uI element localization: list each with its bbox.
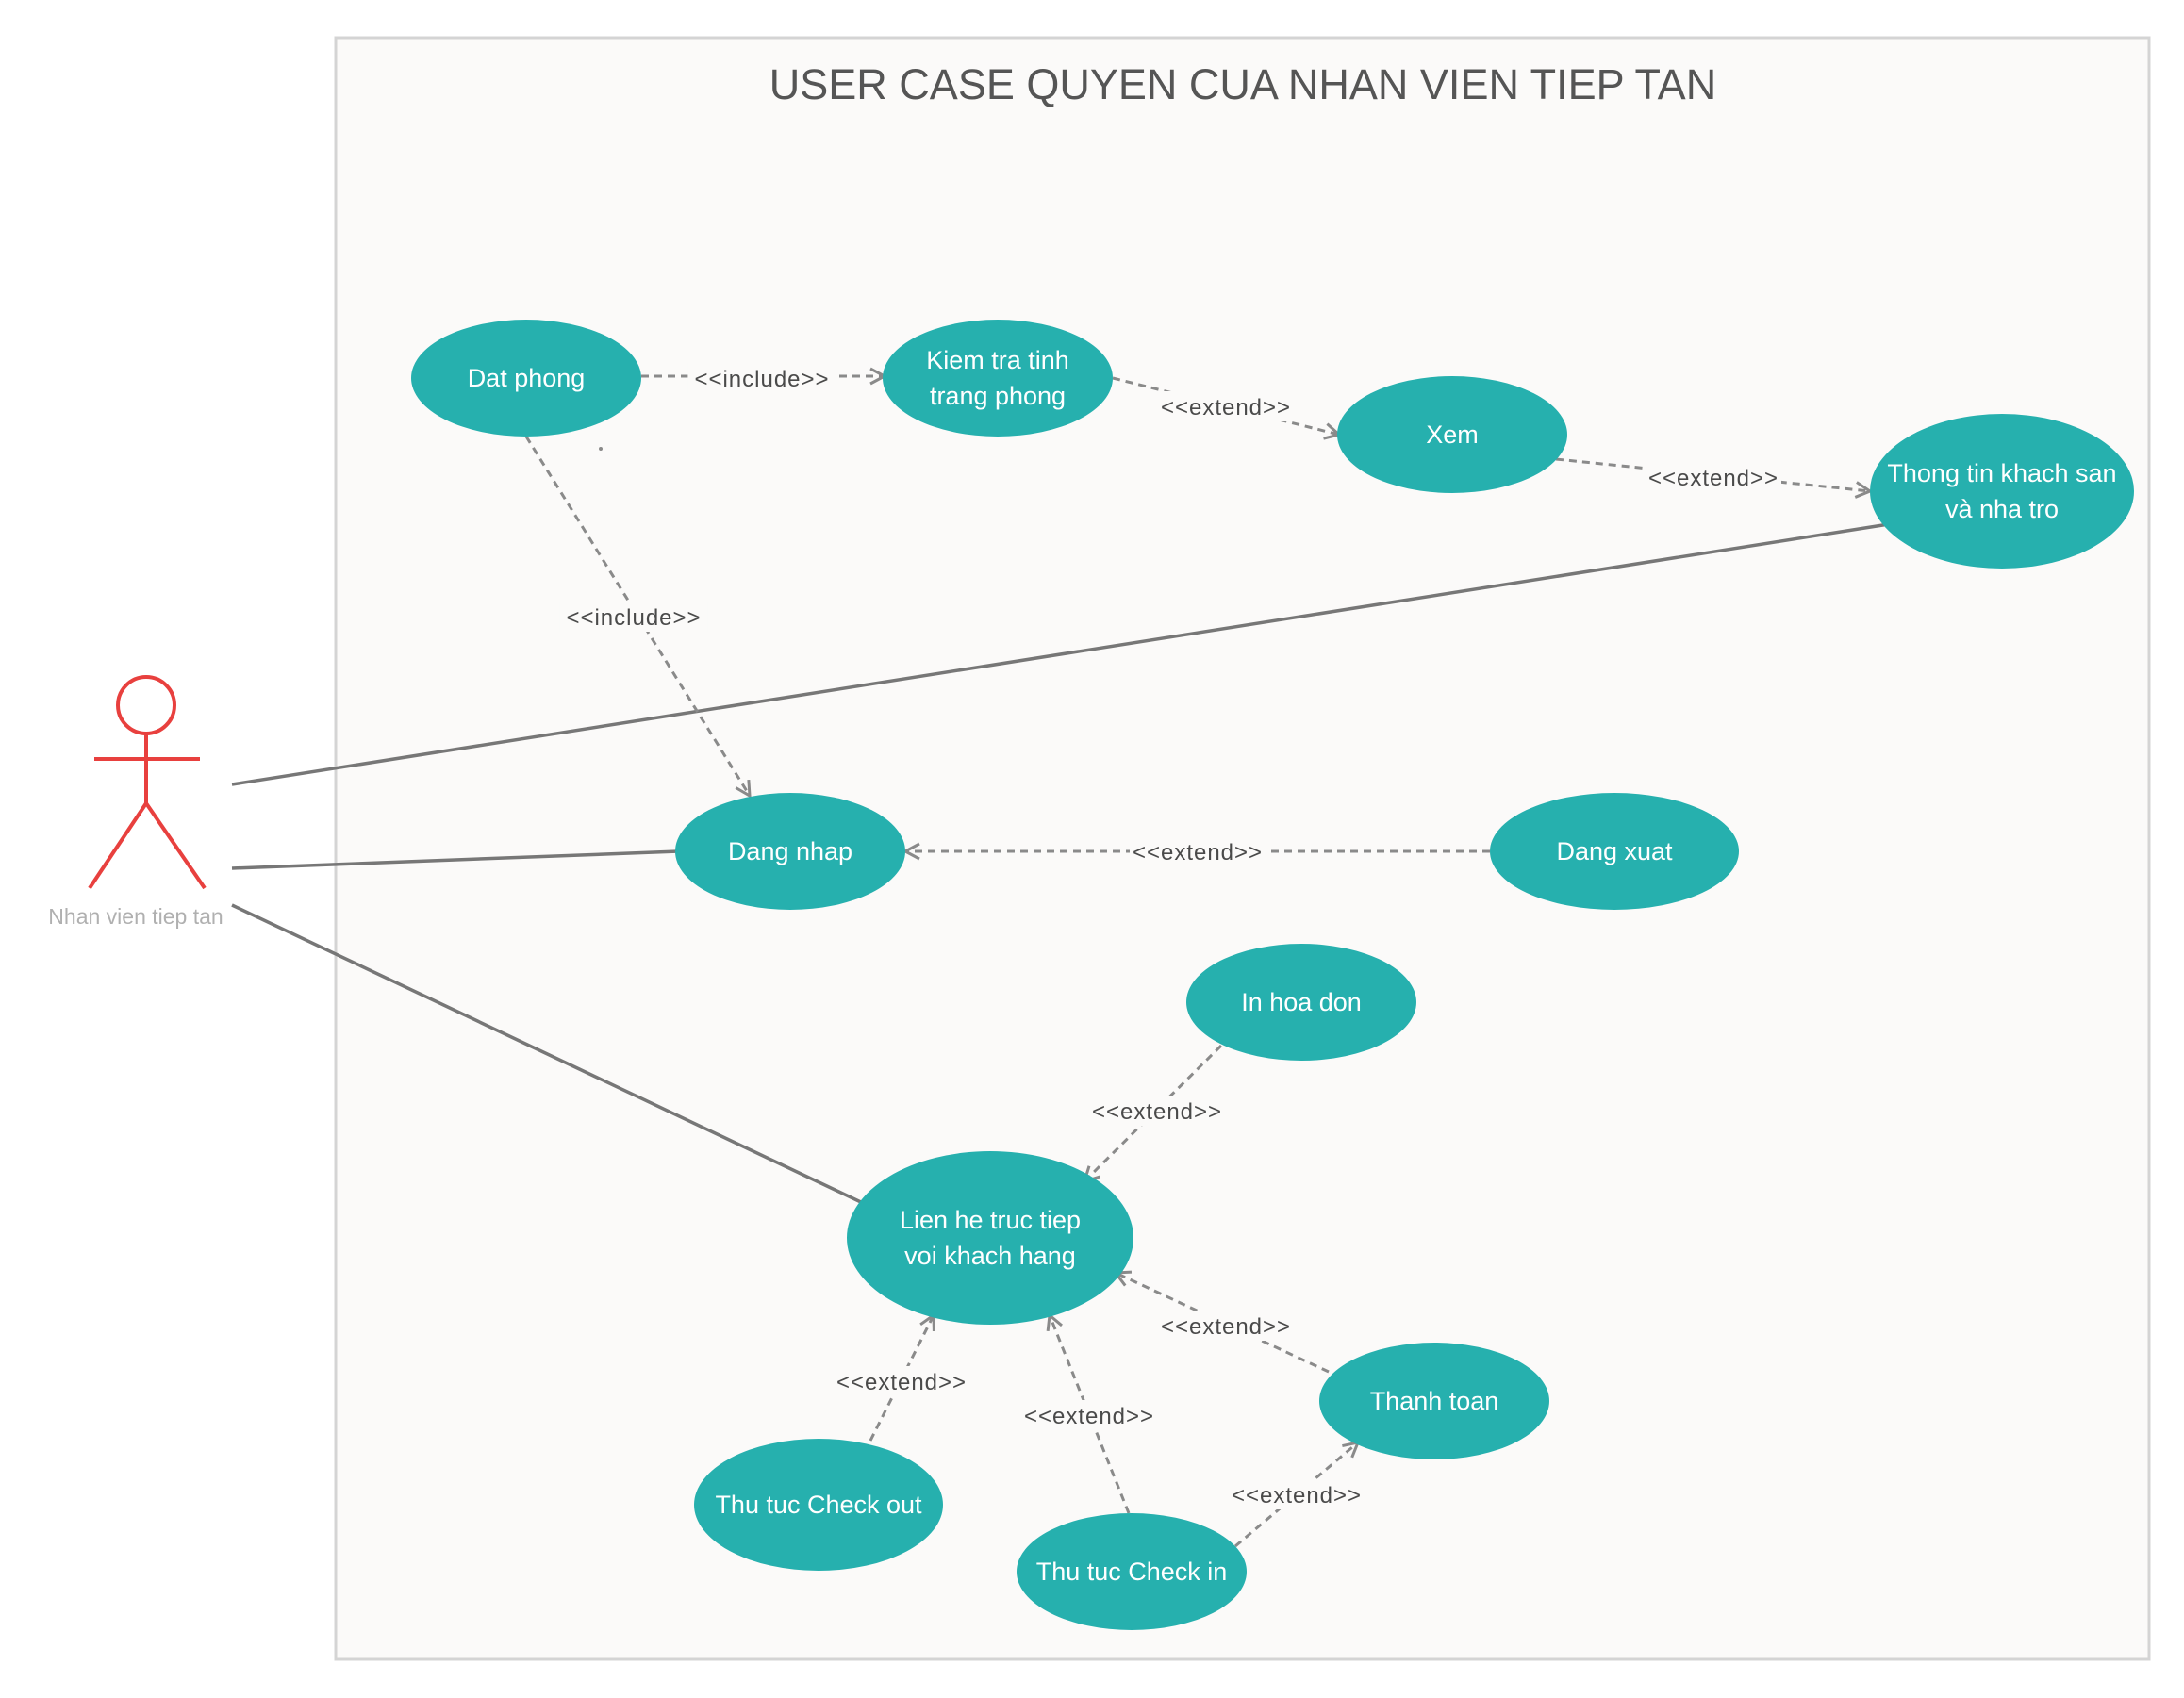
relation-kiem-tra-to-xem: <<extend>> bbox=[1112, 376, 1339, 435]
relation-label: <<extend>> bbox=[1092, 1099, 1222, 1125]
relation-dang-xuat-to-dang-nhap: <<extend>> bbox=[905, 836, 1490, 866]
association-line-lien-he bbox=[231, 903, 864, 1205]
use-case-check-in[interactable]: Thu tuc Check in bbox=[1017, 1513, 1247, 1630]
use-case-label: Dang xuat bbox=[1556, 837, 1673, 865]
use-case-xem[interactable]: Xem bbox=[1337, 376, 1567, 493]
relation-check-in-to-thanh-toan: <<extend>> bbox=[1229, 1442, 1365, 1548]
use-case-thanh-toan[interactable]: Thanh toan bbox=[1319, 1343, 1549, 1459]
relation-label-bg bbox=[1229, 1479, 1365, 1509]
relation-label: <<extend>> bbox=[1648, 466, 1779, 491]
use-case-ellipse bbox=[847, 1151, 1133, 1325]
use-case-ellipse bbox=[1017, 1513, 1247, 1630]
relation-label: <<extend>> bbox=[1161, 395, 1291, 420]
relation-label-bg bbox=[687, 363, 836, 393]
relation-label-bg bbox=[1646, 462, 1781, 492]
relation-label: <<extend>> bbox=[1161, 1314, 1291, 1340]
relation-label: <<include>> bbox=[566, 605, 701, 631]
actor-figure[interactable] bbox=[88, 675, 207, 890]
use-case-label: Lien he truc tiep bbox=[900, 1206, 1081, 1234]
actor-right-leg bbox=[144, 801, 207, 890]
use-case-label: voi khach hang bbox=[904, 1242, 1076, 1270]
use-case-dat-phong[interactable]: Dat phong bbox=[411, 320, 641, 437]
relation-xem-to-thong-tin: <<extend>> bbox=[1555, 457, 1870, 492]
stray-dot bbox=[599, 447, 603, 451]
relation-label: <<extend>> bbox=[1232, 1483, 1362, 1508]
relation-dat-phong-to-dang-nhap: <<include>> bbox=[524, 436, 750, 796]
association-lines bbox=[231, 522, 1890, 1205]
use-case-label: Dang nhap bbox=[728, 837, 852, 865]
use-case-ellipse bbox=[411, 320, 641, 437]
relation-label: <<extend>> bbox=[836, 1370, 967, 1395]
relation-check-out-to-lien-he: <<extend>> bbox=[834, 1315, 969, 1442]
relation-label-bg bbox=[1158, 391, 1294, 421]
use-case-thong-tin[interactable]: Thong tin khach san và nha tro bbox=[1870, 414, 2134, 569]
relation-dat-phong-to-kiem-tra: <<include>> bbox=[641, 363, 885, 393]
use-case-label: In hoa don bbox=[1241, 988, 1362, 1016]
use-case-ellipse bbox=[1490, 793, 1739, 910]
use-case-lien-he[interactable]: Lien he truc tiep voi khach hang bbox=[847, 1151, 1133, 1325]
relation-label: <<include>> bbox=[694, 367, 829, 392]
use-case-label: Dat phong bbox=[468, 364, 586, 392]
relation-thanh-toan-to-lien-he: <<extend>> bbox=[1116, 1273, 1330, 1374]
use-case-dang-nhap[interactable]: Dang nhap bbox=[675, 793, 905, 910]
relation-label: <<extend>> bbox=[1133, 840, 1263, 865]
relation-label-bg bbox=[559, 602, 708, 632]
actor-head bbox=[116, 675, 176, 735]
use-case-ellipse bbox=[883, 320, 1113, 437]
relation-label-bg bbox=[1089, 1096, 1225, 1126]
use-case-label: Kiem tra tinh bbox=[926, 346, 1069, 374]
use-case-dang-xuat[interactable]: Dang xuat bbox=[1490, 793, 1739, 910]
relation-label-bg bbox=[834, 1366, 969, 1396]
actor-label: Nhan vien tiep tan bbox=[48, 904, 223, 929]
use-case-ellipse bbox=[1337, 376, 1567, 493]
use-case-label: trang phong bbox=[930, 382, 1066, 410]
relation-label-bg bbox=[1021, 1400, 1157, 1430]
use-case-label: và nha tro bbox=[1945, 495, 2059, 523]
use-case-label: Thu tuc Check out bbox=[715, 1491, 922, 1519]
association-line-thong-tin bbox=[231, 522, 1890, 786]
use-case-label: Thanh toan bbox=[1370, 1387, 1499, 1415]
actor-left-leg bbox=[88, 801, 148, 890]
relation-label: <<extend>> bbox=[1024, 1404, 1154, 1429]
diagram-title: USER CASE QUYEN CUA NHAN VIEN TIEP TAN bbox=[769, 60, 1716, 108]
relation-check-in-to-lien-he: <<extend>> bbox=[1021, 1315, 1157, 1514]
use-case-ellipse bbox=[1319, 1343, 1549, 1459]
relation-label-bg bbox=[1158, 1311, 1294, 1341]
dependency-lines: <<include>> <<extend>> <<extend>> <<include… bbox=[524, 363, 1870, 1548]
use-case-in-hoa-don[interactable]: In hoa don bbox=[1186, 944, 1416, 1061]
use-case-ellipse bbox=[1870, 414, 2134, 569]
use-case-kiem-tra[interactable]: Kiem tra tinh trang phong bbox=[883, 320, 1113, 437]
use-case-check-out[interactable]: Thu tuc Check out bbox=[694, 1439, 943, 1571]
relation-label-bg bbox=[1130, 836, 1266, 866]
use-case-ellipse bbox=[675, 793, 905, 910]
use-case-label: Thong tin khach san bbox=[1887, 459, 2116, 487]
use-case-ellipse bbox=[694, 1439, 943, 1571]
use-case-ellipse bbox=[1186, 944, 1416, 1061]
relation-in-hoa-don-to-lien-he: <<extend>> bbox=[1084, 1044, 1225, 1181]
association-line-dang-nhap bbox=[231, 849, 680, 870]
use-case-label: Thu tuc Check in bbox=[1036, 1558, 1228, 1586]
use-case-label: Xem bbox=[1426, 420, 1479, 449]
